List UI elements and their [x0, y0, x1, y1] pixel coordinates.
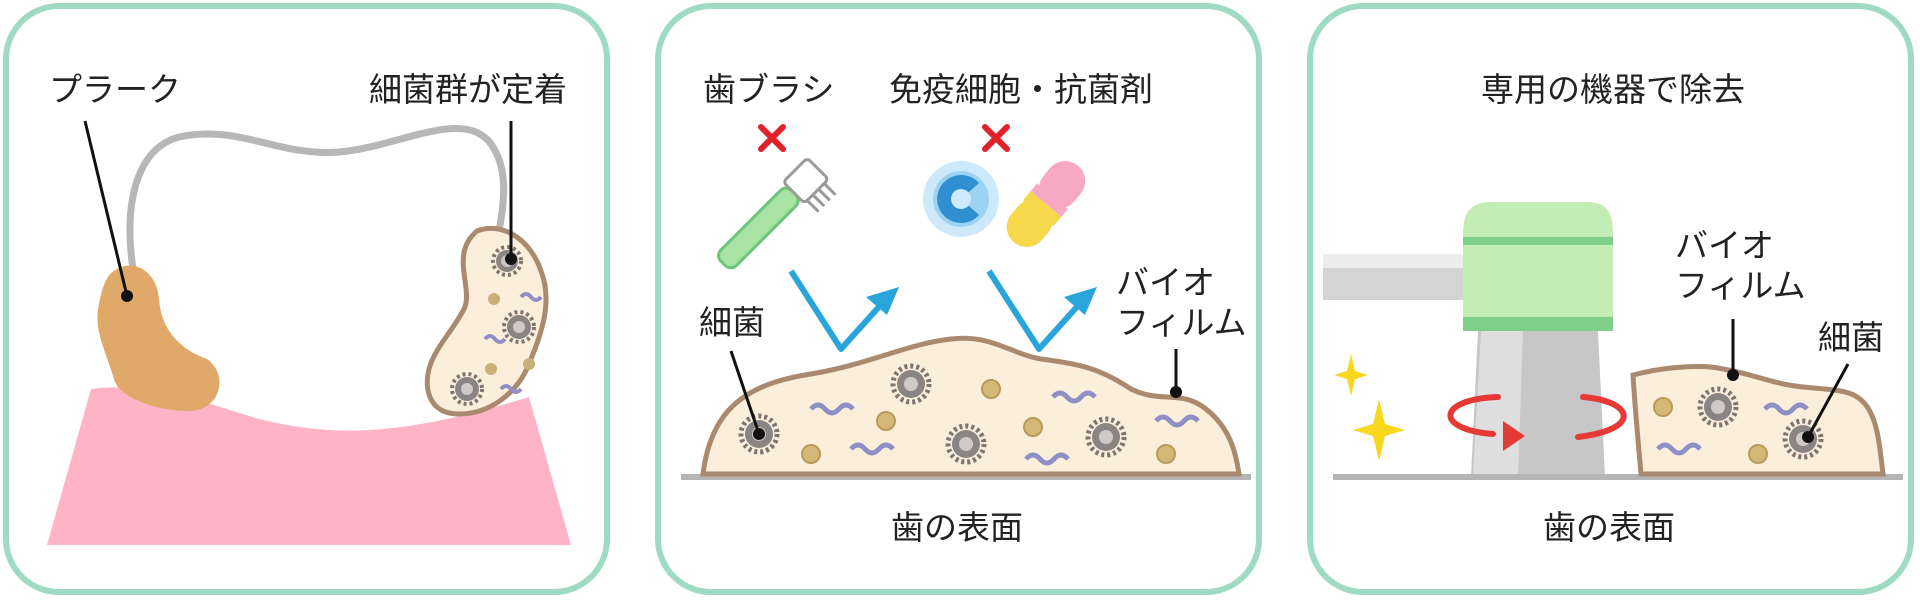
tooth-surface-label: 歯の表面 [1543, 508, 1675, 547]
handpiece-head [1463, 202, 1613, 331]
coccus [523, 358, 535, 370]
bacterium-spiky [450, 372, 484, 406]
bounce-arrow-right-head [1064, 287, 1097, 315]
toothbrush-label: 歯ブラシ [703, 70, 834, 109]
rod-bacterium [1656, 442, 1702, 456]
coccus [981, 379, 1001, 399]
rod-bacterium [849, 442, 895, 456]
coccus [488, 293, 500, 305]
rod-bacterium [499, 384, 523, 394]
panel-removal-illustration: 専用の機器で除去 [1323, 70, 1903, 547]
rotation-arrow-head [1503, 421, 1525, 451]
rod-bacterium [1051, 390, 1097, 404]
bacterium-spiky [1697, 386, 1739, 428]
sparkle-icon [1353, 399, 1405, 461]
bacterium-spiky [890, 363, 932, 405]
rod-bacterium [1763, 402, 1809, 416]
toothbrush-icon [717, 158, 837, 270]
bacteria-label: 細菌 [699, 303, 765, 342]
immune-antibacterial-label: 免疫細胞・抗菌剤 [889, 70, 1153, 109]
biofilm-label-line1: バイオ [1675, 226, 1774, 265]
bacteria-leader-line [729, 350, 761, 435]
capsule-icon [1006, 161, 1086, 247]
coccus [1748, 444, 1768, 464]
panel-biofilm-illustration: 歯ブラシ 免疫細胞・抗菌剤 [681, 70, 1251, 547]
bounce-arrow-left-head [866, 287, 899, 315]
toothbrush-cross-icon [758, 124, 786, 152]
gum [47, 387, 571, 545]
handpiece-arm-highlight [1323, 254, 1463, 268]
coccus [876, 411, 896, 431]
bacteria-leader-dot [753, 428, 765, 440]
remaining-bacteria [1653, 386, 1824, 464]
coccus [1156, 444, 1176, 464]
bacteria-leader-dot [1802, 431, 1814, 443]
biofilm-label-line1: バイオ [1116, 263, 1215, 302]
bacterium-spiky [945, 423, 987, 465]
panel-plaque: プラーク 細菌群が定着 [3, 3, 610, 595]
tooth-surface-label: 歯の表面 [891, 508, 1023, 547]
rod-bacterium [1154, 414, 1200, 428]
rod-bacterium [809, 402, 855, 416]
colony-leader-dot [505, 253, 517, 265]
bounce-arrow-left [788, 269, 889, 352]
biofilm-label-line2: フィルム [1116, 303, 1247, 342]
bounce-arrow-right [986, 269, 1087, 352]
bacterial-colony-blob [424, 225, 549, 417]
rod-bacterium [1024, 452, 1070, 466]
coccus [1653, 397, 1673, 417]
coccus [485, 363, 497, 375]
biofilm-leader-dot [1170, 386, 1182, 398]
bacteria-label: 細菌 [1818, 318, 1884, 357]
bacteria-leader-line [1806, 363, 1850, 438]
panel-plaque-illustration: プラーク 細菌群が定着 [47, 70, 571, 545]
plaque-leader-dot [121, 290, 133, 302]
removal-title: 専用の機器で除去 [1481, 70, 1745, 109]
rod-bacterium [483, 334, 507, 344]
plaque-label: プラーク [49, 70, 181, 109]
immune-cross-icon [982, 124, 1010, 152]
plaque-leader-line [83, 120, 129, 297]
biofilm-leader-dot [1727, 369, 1739, 381]
rotation-arrow [1447, 394, 1627, 440]
rod-bacterium [519, 292, 543, 302]
immune-cell-icon [923, 161, 999, 237]
colonies-label: 細菌群が定着 [369, 70, 567, 109]
handpiece-nozzle-highlight [1473, 331, 1523, 477]
panel-professional-removal: 専用の機器で除去 [1307, 3, 1914, 595]
panel-biofilm-resistance: 歯ブラシ 免疫細胞・抗菌剤 [655, 3, 1262, 595]
biofilm-label-line2: フィルム [1675, 266, 1806, 305]
coccus [801, 444, 821, 464]
sparkle-icon [1334, 354, 1368, 396]
coccus [1023, 417, 1043, 437]
bacterium-spiky [1085, 416, 1127, 458]
tooth-outline [126, 125, 508, 273]
bacterium-spiky [502, 310, 536, 344]
